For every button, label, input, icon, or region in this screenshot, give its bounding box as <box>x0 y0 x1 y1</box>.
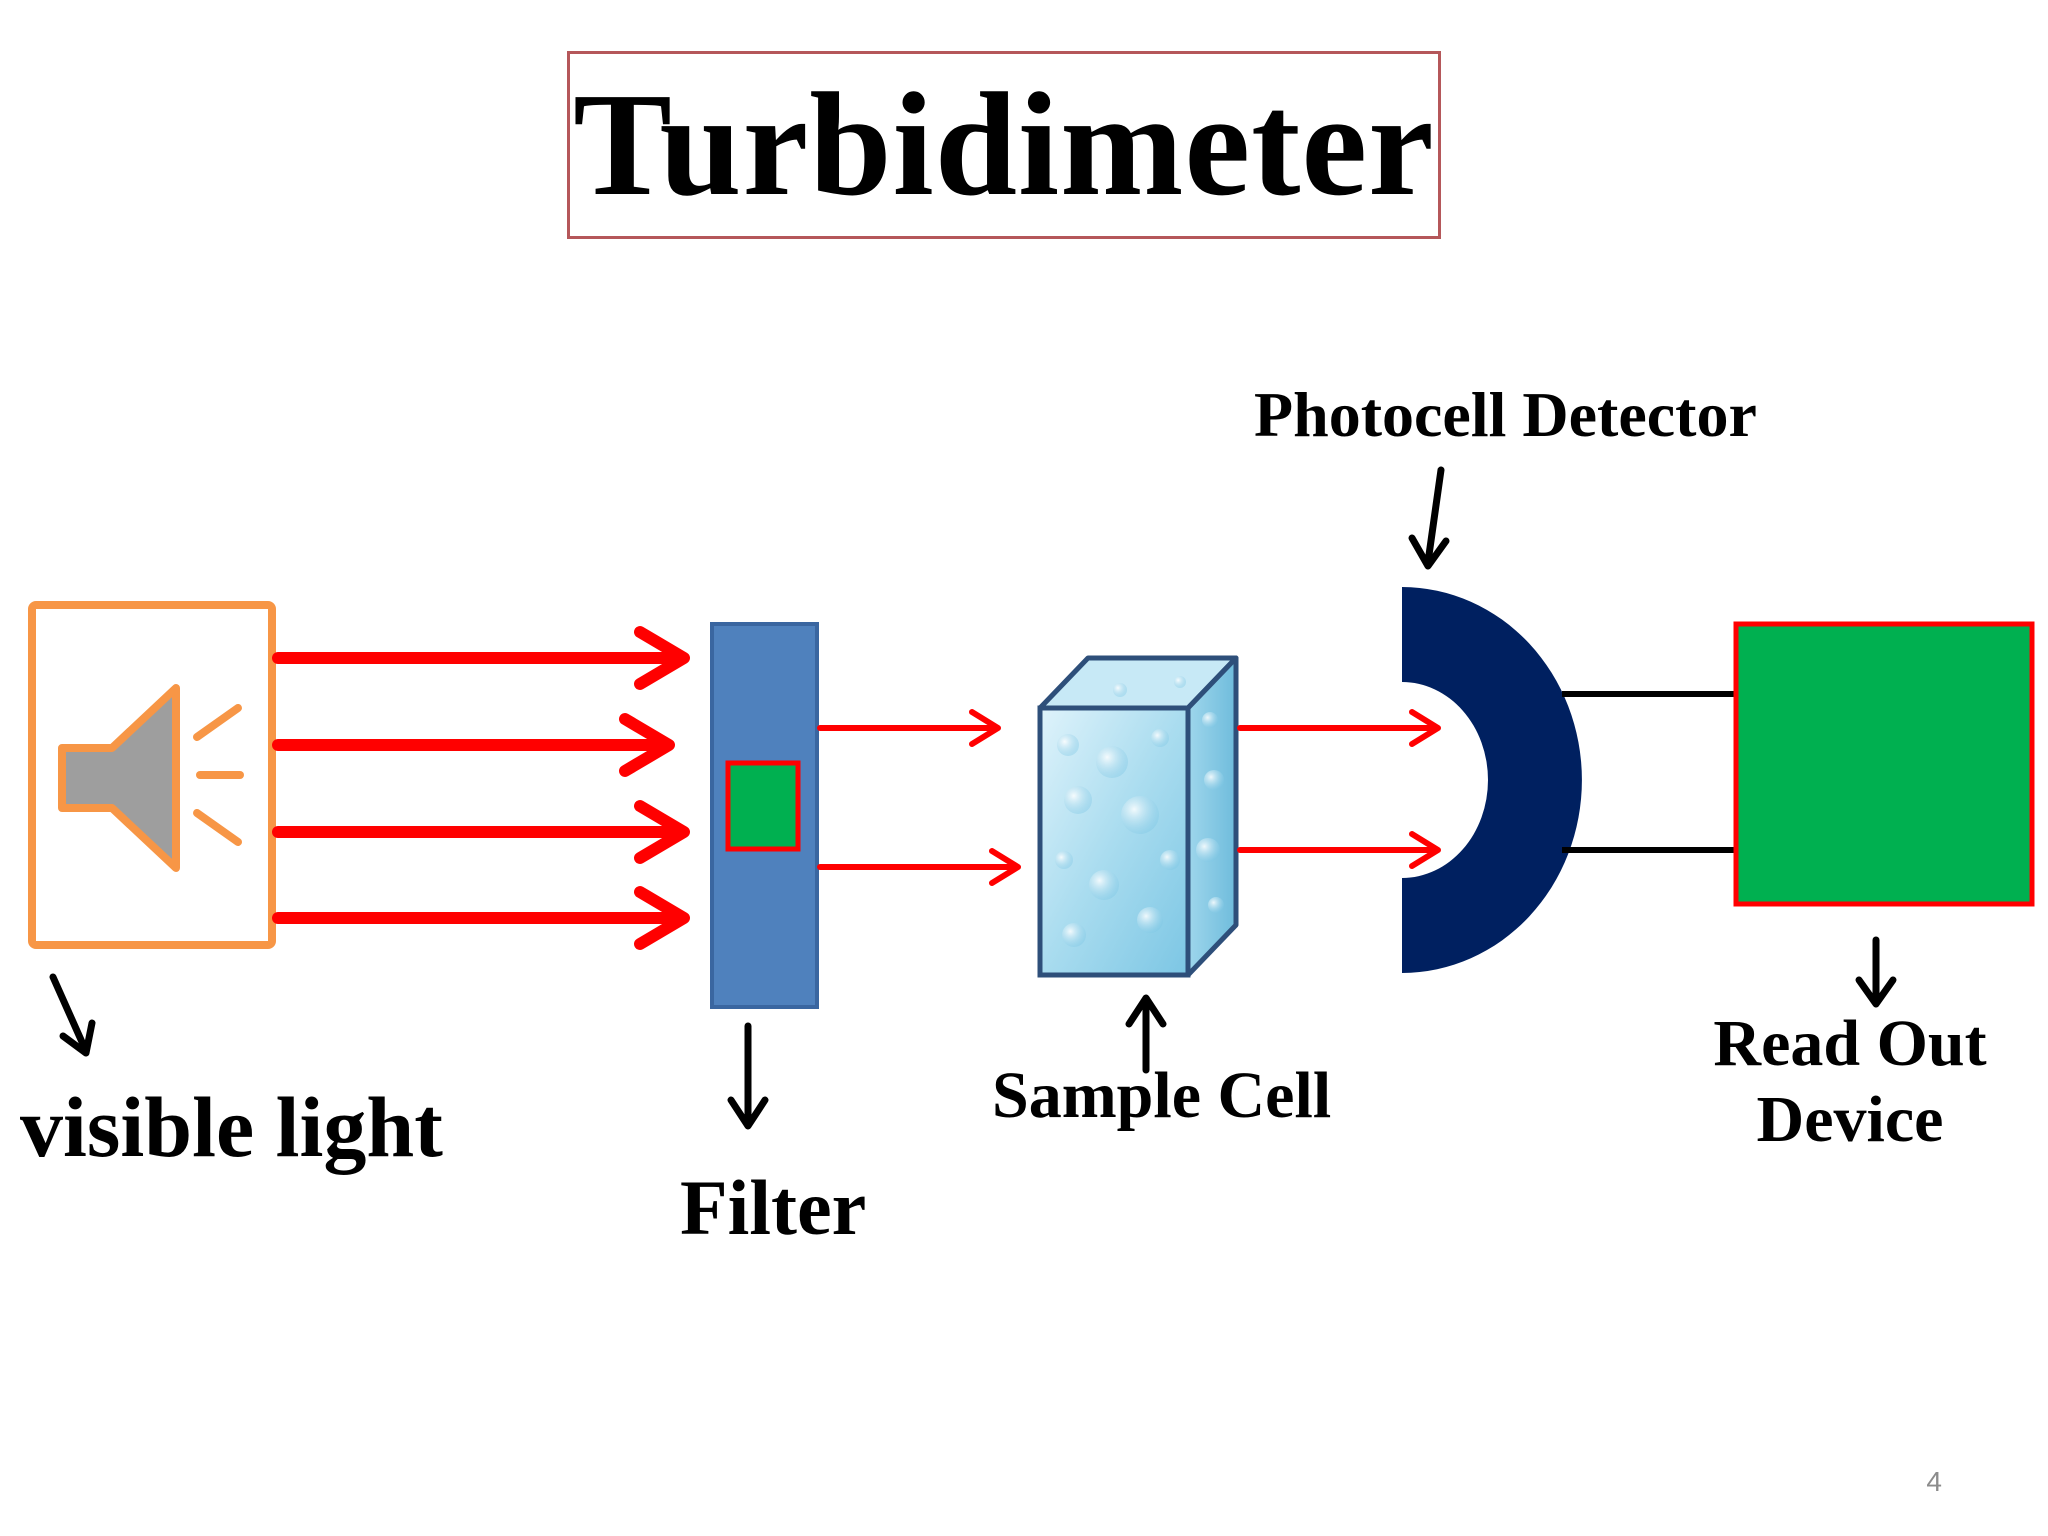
filter-window <box>725 760 801 852</box>
incident-beams <box>272 626 690 950</box>
readout-device <box>1733 621 2035 907</box>
page-title: Turbidimeter <box>573 63 1435 227</box>
sample-cell-side <box>1185 655 1239 978</box>
readout-label: Read Out Device <box>1700 1006 2000 1158</box>
detector-arrow <box>1424 466 1445 566</box>
filtered-beams <box>817 709 1021 886</box>
visible-light-label: visible light <box>20 1079 443 1175</box>
beam-3-head <box>634 800 690 864</box>
readout-label-line1: Read Out <box>1713 1007 1987 1080</box>
sample-cell-label: Sample Cell <box>992 1059 1332 1132</box>
beam-2-head <box>619 713 675 777</box>
speaker-icon <box>58 684 244 872</box>
sample-bubbles <box>1055 676 1224 947</box>
lamp-arrow <box>49 973 90 1055</box>
pointer-arrows <box>49 466 1897 1130</box>
filter-label: Filter <box>680 1164 867 1251</box>
photocell-detector-label: Photocell Detector <box>1254 379 1757 450</box>
sample-cell <box>1037 655 1239 978</box>
transmitted-beams <box>1237 709 1441 869</box>
beam-4-head <box>634 886 690 950</box>
title-box: Turbidimeter <box>567 51 1441 239</box>
readout-label-line2: Device <box>1756 1082 1944 1156</box>
photocell-detector <box>1402 587 1582 973</box>
page-number: 4 <box>1926 1466 1942 1497</box>
beam-1-head <box>634 626 690 690</box>
